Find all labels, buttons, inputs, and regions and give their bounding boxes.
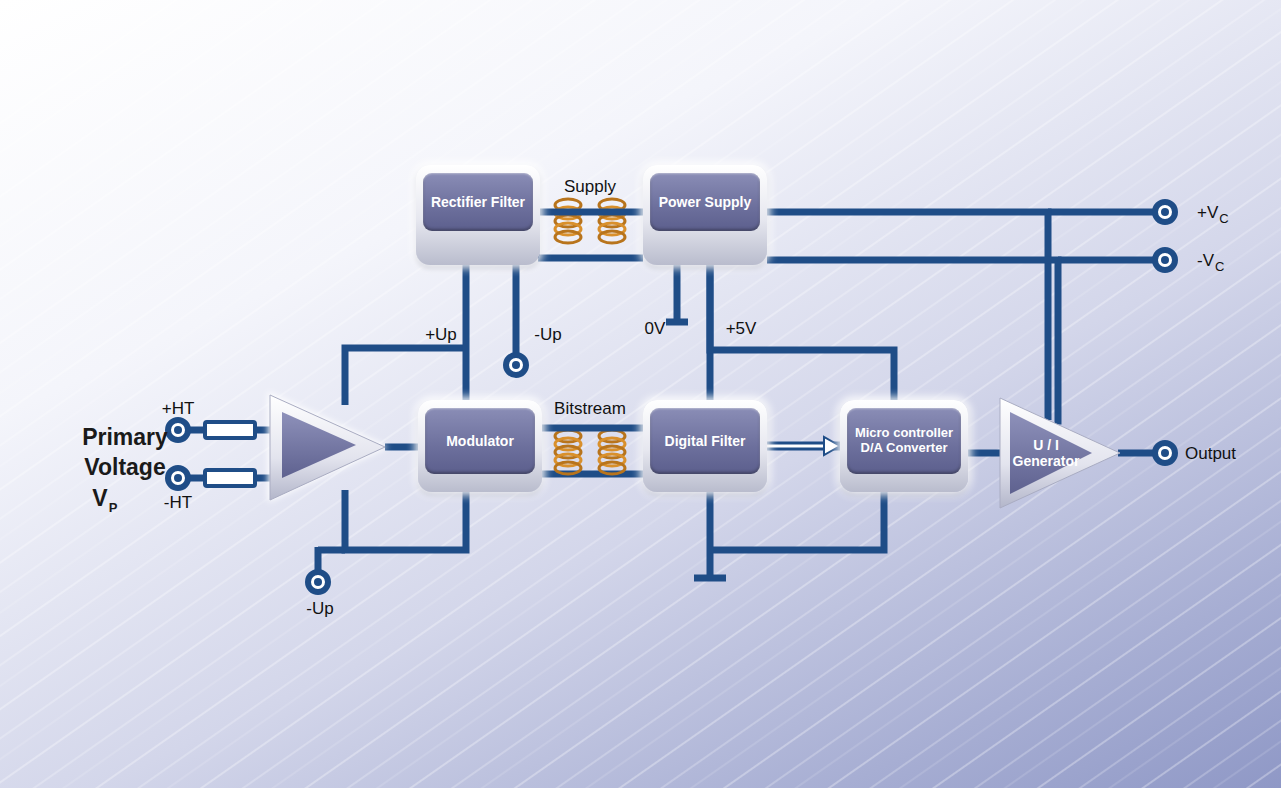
node-label: U / I Generator — [1010, 437, 1082, 469]
signal-label: V — [92, 487, 107, 510]
transformer-bitstream — [555, 430, 625, 474]
signal-label: Voltage — [84, 456, 165, 479]
resistor-symbol — [205, 470, 255, 486]
signal-label: -Up — [306, 600, 333, 617]
terminal — [506, 355, 526, 375]
signal-label: +V — [1197, 204, 1218, 221]
subscript: C — [1215, 260, 1224, 273]
wire — [1048, 209, 1157, 216]
connector — [542, 428, 643, 429]
signal-label: -V — [1197, 252, 1214, 269]
terminal — [308, 572, 328, 592]
amplifier-face — [282, 412, 356, 478]
process-box: Micro controller D/A Converter — [840, 400, 968, 492]
connector — [710, 265, 894, 400]
connector — [968, 453, 1000, 454]
signal-label: +HT — [162, 400, 195, 417]
wire — [513, 265, 520, 358]
process-box: Rectifier Filter — [416, 165, 540, 265]
wire — [666, 265, 688, 322]
terminal — [1155, 202, 1175, 222]
process-box: Digital Filter — [643, 400, 767, 492]
signal-label: 0V — [645, 320, 666, 337]
wire — [345, 348, 466, 405]
amplifier-symbol — [270, 395, 385, 500]
wire — [385, 444, 418, 451]
triangle-outline — [1000, 398, 1120, 508]
node-label: Digital Filter — [650, 408, 760, 474]
node-label: Rectifier Filter — [423, 173, 533, 231]
connector — [767, 437, 840, 455]
wire — [538, 255, 643, 262]
wire — [694, 492, 726, 578]
wire — [1118, 450, 1157, 457]
wires — [186, 212, 1157, 578]
signal-label: -HT — [164, 494, 192, 511]
process-box: Modulator — [418, 400, 542, 492]
connector-label: +5V — [726, 320, 757, 337]
terminal — [1155, 250, 1175, 270]
node-label: Micro controller D/A Converter — [847, 408, 961, 474]
connector-label: Supply — [564, 178, 616, 195]
connector — [540, 212, 643, 213]
wire — [538, 471, 643, 478]
process-box: Power Supply — [643, 165, 767, 265]
signal-label: Output — [1185, 445, 1236, 462]
transformer-supply — [555, 199, 625, 243]
subscript: P — [109, 501, 118, 514]
node-label: Modulator — [425, 408, 535, 474]
terminal — [168, 468, 188, 488]
amplifier-glow — [268, 392, 388, 502]
node-label: Power Supply — [650, 173, 760, 231]
connector-label: Bitstream — [554, 400, 626, 417]
generator-triangle: U / I Generator — [1000, 398, 1120, 508]
subscript: C — [1219, 212, 1228, 225]
signal-label: -Up — [534, 326, 561, 343]
wire — [1058, 257, 1157, 264]
terminal — [1155, 443, 1175, 463]
connector — [466, 265, 467, 400]
connector — [767, 212, 1048, 420]
wire — [345, 490, 466, 550]
terminal — [168, 420, 188, 440]
signal-label: Primary — [82, 426, 168, 449]
connector-label: +Up — [425, 326, 457, 343]
wire — [710, 492, 884, 550]
resistor-symbol — [205, 422, 255, 438]
